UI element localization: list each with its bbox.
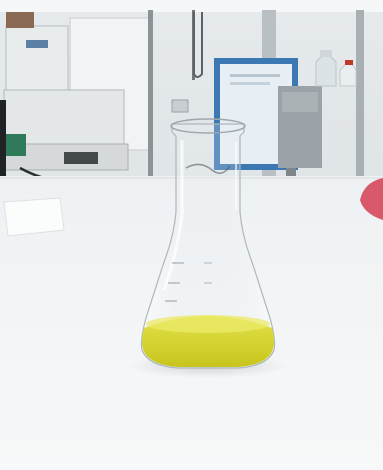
bottle-2: [339, 63, 357, 87]
ceiling: [0, 0, 383, 12]
right-column: [356, 10, 364, 200]
erlenmeyer-flask: [140, 118, 276, 369]
liquid-surface: [146, 315, 270, 333]
green-component: [4, 134, 26, 156]
graduation-mark: [165, 300, 177, 302]
flask-rim: [170, 118, 246, 134]
paper-sheet: [3, 197, 65, 237]
wall-socket: [171, 99, 189, 113]
bottle-cap-red: [345, 60, 353, 65]
cable-loop: [193, 12, 203, 78]
graduation-mark: [172, 262, 184, 264]
instrument-upper: [5, 25, 69, 91]
red-object: [360, 178, 383, 220]
instrument-display: [64, 152, 98, 164]
graduation-mark: [168, 282, 180, 284]
box-top: [6, 12, 34, 28]
bottle-1: [315, 55, 337, 87]
vertical-pipe: [148, 10, 153, 180]
